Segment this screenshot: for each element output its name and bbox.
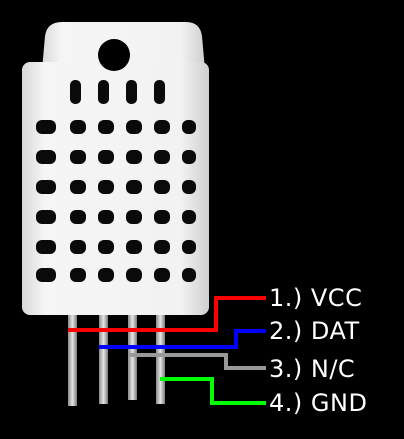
vent-slot bbox=[36, 150, 56, 164]
pin-label-gnd: 4.) GND bbox=[269, 389, 368, 417]
vent-slot bbox=[98, 210, 114, 224]
pin-label-nc: 3.) N/C bbox=[269, 355, 356, 383]
wire-dat bbox=[99, 329, 266, 349]
vent-grille bbox=[36, 80, 196, 282]
vent-slot bbox=[98, 150, 114, 164]
vent-slot bbox=[98, 268, 114, 282]
vent-slot bbox=[182, 150, 196, 164]
vent-slot bbox=[182, 120, 196, 134]
vent-slot bbox=[70, 150, 86, 164]
vent-slot bbox=[126, 180, 142, 194]
vent-slot-top bbox=[98, 80, 109, 104]
vent-slot bbox=[154, 268, 170, 282]
vent-slot bbox=[98, 240, 114, 254]
pin-label-dat: 2.) DAT bbox=[269, 317, 360, 345]
vent-slot-top bbox=[70, 80, 81, 104]
pin-label-vcc: 1.) VCC bbox=[269, 284, 363, 312]
vent-slot bbox=[154, 240, 170, 254]
vent-slot bbox=[36, 180, 56, 194]
vent-slot bbox=[154, 210, 170, 224]
vent-slot bbox=[36, 210, 56, 224]
vent-slot-top bbox=[126, 80, 137, 104]
vent-slot bbox=[70, 268, 86, 282]
vent-slot bbox=[126, 210, 142, 224]
vent-slot bbox=[182, 240, 196, 254]
vent-slot bbox=[126, 150, 142, 164]
vent-slot bbox=[154, 150, 170, 164]
vent-slot bbox=[98, 120, 114, 134]
vent-slot bbox=[182, 180, 196, 194]
vent-slot bbox=[70, 180, 86, 194]
vent-slot bbox=[182, 268, 196, 282]
wire-nc bbox=[128, 353, 266, 370]
vent-slot bbox=[70, 210, 86, 224]
vent-slot bbox=[154, 120, 170, 134]
sensor-housing bbox=[22, 22, 209, 315]
vent-slot-top bbox=[154, 80, 165, 104]
vent-slot bbox=[126, 240, 142, 254]
mounting-hole bbox=[98, 39, 130, 71]
pin-wires bbox=[68, 296, 266, 405]
vent-slot bbox=[182, 210, 196, 224]
vent-slot bbox=[36, 268, 56, 282]
vent-slot bbox=[126, 268, 142, 282]
vent-slot bbox=[126, 120, 142, 134]
wire-gnd bbox=[160, 377, 266, 405]
wire-vcc bbox=[68, 296, 266, 332]
vent-slot bbox=[70, 120, 86, 134]
sensor-pins bbox=[68, 310, 165, 406]
pin-2 bbox=[99, 310, 108, 404]
pin-1 bbox=[68, 310, 77, 406]
vent-slot bbox=[36, 120, 56, 134]
vent-slot bbox=[98, 180, 114, 194]
vent-slot bbox=[70, 240, 86, 254]
vent-slot bbox=[36, 240, 56, 254]
vent-slot bbox=[154, 180, 170, 194]
